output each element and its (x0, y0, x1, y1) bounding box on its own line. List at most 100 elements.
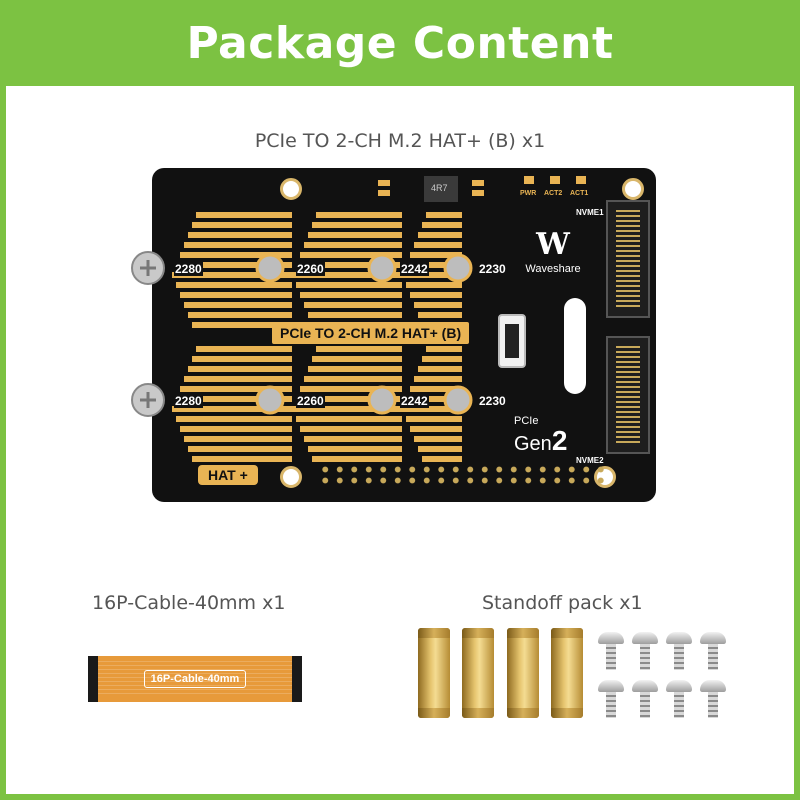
heatsink-fin (176, 282, 292, 288)
heatsink-fin (422, 356, 462, 362)
screw-icon (700, 680, 726, 720)
screw-icon (666, 680, 692, 720)
heatsink-fin (410, 292, 462, 298)
heatsink-fin (308, 366, 402, 372)
gen-number: 2 (551, 425, 568, 456)
screw-icon (131, 383, 165, 417)
heatsink-fin (312, 456, 402, 462)
heatsink-fin (184, 376, 292, 382)
heatsink-fin (422, 222, 462, 228)
heatsink-fin (176, 416, 292, 422)
cable-caption: 16P-Cable-40mm x1 (92, 592, 286, 614)
gpio-header-pads (318, 464, 608, 486)
m2-connector-nvme2 (606, 336, 650, 454)
size-label: 2242 (400, 394, 429, 408)
standoff-screw-icon (255, 253, 285, 283)
hat-plus-badge: HAT + (198, 465, 258, 485)
heatsink-fin (312, 222, 402, 228)
heatsink-fin (426, 346, 462, 352)
heatsink-fin (176, 396, 292, 402)
size-label: 2280 (174, 262, 203, 276)
heatsink-fin (192, 456, 292, 462)
size-label: 2242 (400, 262, 429, 276)
heatsink-fin (414, 242, 462, 248)
heatsink-fin (414, 302, 462, 308)
heatsink-fin (184, 242, 292, 248)
header-banner: Package Content (0, 0, 800, 86)
led (576, 176, 586, 184)
heatsink-fin (414, 436, 462, 442)
heatsink-fin (188, 232, 292, 238)
heatsink-fin (300, 386, 402, 392)
heatsink-fin (180, 426, 292, 432)
mount-hole (280, 466, 302, 488)
heatsink-fin (422, 456, 462, 462)
heatsink-fin (180, 252, 292, 258)
standoff-screw-icon (255, 385, 285, 415)
heatsink-fin (300, 292, 402, 298)
heatsink-fin (308, 446, 402, 452)
waveshare-logo: W Waveshare (518, 230, 588, 276)
screw-icon (666, 632, 692, 672)
heatsink-fin (192, 322, 292, 328)
heatsink-fin (192, 356, 292, 362)
brass-standoff (418, 628, 450, 718)
heatsink-fin (402, 272, 462, 278)
heatsink-fin (296, 282, 402, 288)
heatsink-fin (304, 242, 402, 248)
heatsink-fin (426, 212, 462, 218)
heatsink-fin (304, 302, 402, 308)
size-label: 2230 (478, 394, 507, 408)
heatsink-fin (410, 386, 462, 392)
heatsink-fin (184, 436, 292, 442)
heatsink-fin (188, 446, 292, 452)
waveshare-brand-name: Waveshare (525, 263, 581, 275)
smd-component (472, 180, 484, 186)
slot-label-nvme2: NVME2 (576, 456, 604, 465)
heatsink-fin (172, 272, 292, 278)
heatsink-fin (300, 426, 402, 432)
standoff-caption: Standoff pack x1 (482, 592, 643, 614)
heatsink-fin (172, 406, 292, 412)
heatsink-fin (418, 446, 462, 452)
inductor-mark: 4R7 (431, 183, 448, 193)
heatsink-fin (308, 312, 402, 318)
size-label: 2260 (296, 394, 325, 408)
screw-icon (598, 632, 624, 672)
standoff-screw-icon (443, 385, 473, 415)
heatsink-fin (296, 262, 402, 268)
heatsink-fin (406, 262, 462, 268)
heatsink-fin (180, 386, 292, 392)
heatsink-fin (296, 416, 402, 422)
led-label-act1: ACT1 (570, 190, 589, 197)
smd-component (378, 180, 390, 186)
mount-hole (280, 178, 302, 200)
heatsink-fin (292, 406, 402, 412)
screw-icon (632, 680, 658, 720)
heatsink-fin (414, 376, 462, 382)
smd-component (378, 190, 390, 196)
heatsink-fin (304, 376, 402, 382)
screw-icon (131, 251, 165, 285)
brass-standoff (462, 628, 494, 718)
smd-component (472, 190, 484, 196)
mount-hole (622, 178, 644, 200)
heatsink-fin (196, 212, 292, 218)
pcie-gen2-badge: PCIe Gen2 (514, 416, 567, 455)
heatsink-fin (402, 406, 462, 412)
led (524, 176, 534, 184)
led-label-act2: ACT2 (544, 190, 563, 197)
heatsink-fin (418, 232, 462, 238)
screw-icon (632, 632, 658, 672)
heatsink-fin (188, 366, 292, 372)
led-label-pwr: PWR (520, 190, 537, 197)
brass-standoff (551, 628, 583, 718)
heatsink-fin (418, 312, 462, 318)
pcie-label: PCIe (514, 415, 539, 427)
page-title: Package Content (186, 17, 614, 69)
board-slot-cutout (564, 298, 586, 394)
board-screws (131, 251, 165, 417)
led (550, 176, 560, 184)
ribbon-cable-image: 16P-Cable-40mm (88, 656, 302, 702)
heatsink-fin (410, 426, 462, 432)
